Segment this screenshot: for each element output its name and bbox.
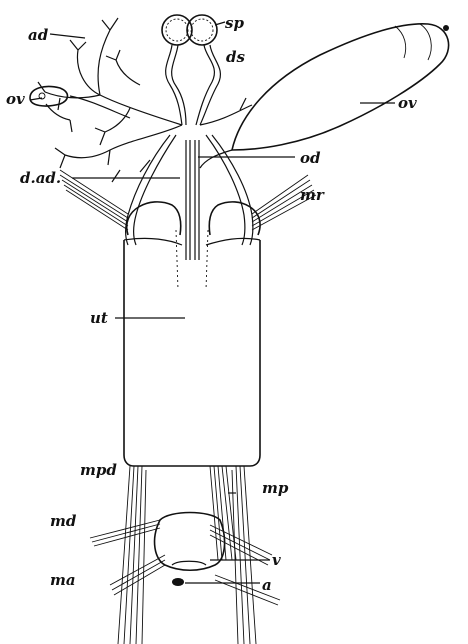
label-mpd: mpd — [80, 461, 117, 479]
label-ad: ad — [28, 26, 49, 44]
posterior-muscles — [90, 466, 280, 644]
label-md: md — [50, 512, 77, 530]
spermathecae — [162, 15, 217, 45]
label-ut: ut — [90, 309, 108, 327]
label-mr: mr — [300, 186, 325, 204]
label-ds: ds — [226, 48, 245, 66]
label-a: a — [262, 576, 272, 594]
label-dad: d.ad. — [20, 169, 61, 187]
label-mp: mp — [262, 479, 289, 497]
label-ov-right: ov — [398, 94, 417, 112]
uterus — [124, 202, 260, 466]
label-od: od — [300, 149, 321, 167]
lateral-ducts — [126, 135, 253, 245]
label-ma: ma — [50, 571, 76, 589]
anus — [172, 578, 184, 586]
label-v: v — [272, 551, 281, 569]
spermathecal-ducts — [166, 45, 221, 125]
label-ov-left: ov — [6, 90, 25, 108]
label-sp: sp — [225, 14, 244, 32]
vagina — [155, 513, 225, 571]
oviducts — [176, 140, 208, 290]
retractor-muscles — [60, 170, 316, 230]
